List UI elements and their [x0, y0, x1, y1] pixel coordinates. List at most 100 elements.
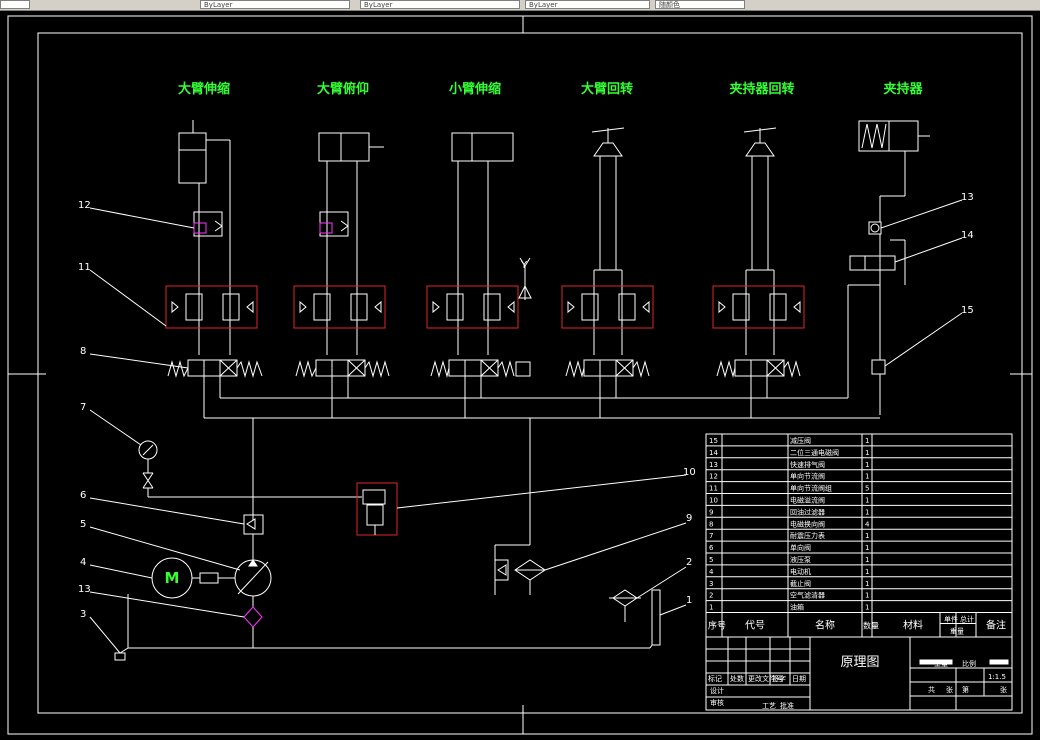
callout-leaders — [89, 199, 963, 654]
bom-header: 数量 — [863, 621, 879, 631]
bom-no: 11 — [709, 485, 718, 493]
callout-label: 13 — [961, 192, 974, 203]
toolbar-icons[interactable] — [0, 0, 30, 9]
throttle-group-1 — [165, 285, 258, 329]
plotstyle-field[interactable]: 随颜色 — [655, 0, 745, 9]
bom-header: 备注 — [986, 619, 1006, 632]
dir-valve-4 — [583, 359, 634, 377]
linetype-field[interactable]: ByLayer — [360, 0, 520, 9]
bom-table — [705, 433, 1013, 638]
bom-name: 单向节流阀 — [790, 472, 825, 481]
drawing-title: 原理图 — [840, 655, 879, 670]
bom-name: 回油过滤器 — [790, 507, 825, 516]
bom-qty: 1 — [865, 568, 869, 576]
rotary-actuator-2 — [745, 142, 775, 157]
bom-name: 截止阀 — [790, 579, 811, 588]
bom-header: 总计 — [960, 615, 974, 624]
throttle-group-4 — [561, 285, 654, 329]
column-titles: 大臂伸缩 大臂俯仰 小臂伸缩 大臂回转 夹持器回转 夹持器 — [178, 81, 924, 97]
column-title: 大臂回转 — [581, 81, 633, 97]
cylinder-3 — [451, 132, 514, 162]
bom-qty: 1 — [865, 544, 869, 552]
callout-label: 12 — [78, 200, 91, 211]
tb-label: 第 — [962, 685, 969, 694]
tb-label: 批准 — [780, 701, 794, 710]
title-block-text: 原理图 1:1.5 标记 处数 更改文件号 签字 日期 设计 审核 工艺 批准 … — [708, 655, 1007, 710]
bom-no: 8 — [709, 520, 713, 528]
bom-no: 1 — [709, 604, 713, 612]
lineweight-field[interactable]: ByLayer — [525, 0, 650, 9]
throttle-valve-col2 — [319, 211, 349, 237]
bom-no: 2 — [709, 592, 713, 600]
bom-no: 12 — [709, 473, 718, 481]
callout-label: 3 — [80, 609, 86, 620]
tb-label: 重量 — [934, 660, 948, 668]
dir-valve-3 — [448, 359, 499, 377]
bom-qty: 5 — [865, 485, 869, 493]
drawing-canvas[interactable]: 大臂伸缩 大臂俯仰 小臂伸缩 大臂回转 夹持器回转 夹持器 — [0, 10, 1040, 740]
bom-header: 材料 — [903, 619, 923, 632]
bom-no: 9 — [709, 508, 713, 516]
bom-name: 电磁换向阀 — [790, 519, 825, 528]
callout-label: 13 — [78, 584, 91, 595]
bom-no: 6 — [709, 544, 714, 552]
bom-name: 电磁溢流阀 — [790, 496, 825, 505]
bom-no: 3 — [709, 580, 713, 588]
callout-label: 4 — [80, 557, 86, 568]
suction-filter — [243, 606, 263, 628]
dir-valve-5 — [734, 359, 785, 377]
tb-label: 比例 — [962, 659, 976, 668]
tb-label: 共 — [928, 685, 935, 694]
bom-name: 耐震压力表 — [790, 531, 825, 540]
bom-name: 快速排气阀 — [790, 460, 825, 469]
tb-label: 审核 — [710, 698, 724, 707]
callout-label: 14 — [961, 230, 974, 241]
tb-label: 处数 — [730, 674, 744, 683]
tb-label: 设计 — [710, 686, 724, 695]
bom-header: 名称 — [815, 619, 835, 632]
rotary-actuator-1 — [593, 142, 623, 157]
bom-header: 重量 — [950, 628, 964, 636]
bom-qty: 1 — [865, 604, 869, 612]
tb-label: 工艺 — [762, 702, 776, 710]
tb-label: 更改文件号 — [748, 674, 783, 683]
dir-valve-2 — [315, 359, 366, 377]
cylinder-1 — [178, 132, 207, 184]
column-title: 夹持器回转 — [729, 81, 794, 97]
bom-qty: 1 — [865, 497, 869, 505]
bom-qty: 1 — [865, 473, 869, 481]
bom-header: 序号 — [708, 620, 726, 632]
dir-valve-1 — [187, 359, 238, 377]
throttle-group-3 — [426, 285, 519, 329]
tb-label: 标记 — [708, 674, 722, 683]
callout-label: 15 — [961, 305, 974, 316]
bom-name: 空气滤清器 — [790, 591, 825, 600]
column-title: 大臂伸缩 — [178, 81, 230, 97]
bom-no: 10 — [709, 497, 718, 505]
reducing-valve-15 — [871, 359, 886, 375]
throttle-valve-12 — [193, 211, 223, 237]
inner-frame — [37, 32, 1023, 714]
oil-tank-1 — [651, 589, 661, 646]
bom-qty: 1 — [865, 449, 869, 457]
layer-field[interactable]: ByLayer — [200, 0, 350, 9]
centering-marks — [8, 16, 1032, 734]
throttle-group-5 — [712, 285, 805, 329]
bom-no: 4 — [709, 568, 714, 576]
tb-label: 日期 — [792, 675, 806, 683]
callout-label: 1 — [686, 595, 692, 606]
bom-header: 代号 — [745, 620, 765, 632]
bom-name: 液压泵 — [790, 555, 811, 564]
bom-qty: 1 — [865, 592, 869, 600]
callout-label: 7 — [80, 402, 86, 413]
bom-qty: 1 — [865, 508, 869, 516]
bom-name: 二位三通电磁阀 — [790, 448, 839, 457]
tb-label: 张 — [1000, 685, 1007, 694]
bom-qty: 4 — [865, 520, 870, 528]
bom-qty: 1 — [865, 437, 869, 445]
callout-labels: 12 11 8 7 6 5 4 13 3 10 9 2 1 13 14 15 Y — [78, 192, 974, 620]
bom-name: 油箱 — [790, 603, 804, 612]
column-title: 小臂伸缩 — [449, 81, 501, 97]
outer-frame — [7, 15, 1033, 735]
